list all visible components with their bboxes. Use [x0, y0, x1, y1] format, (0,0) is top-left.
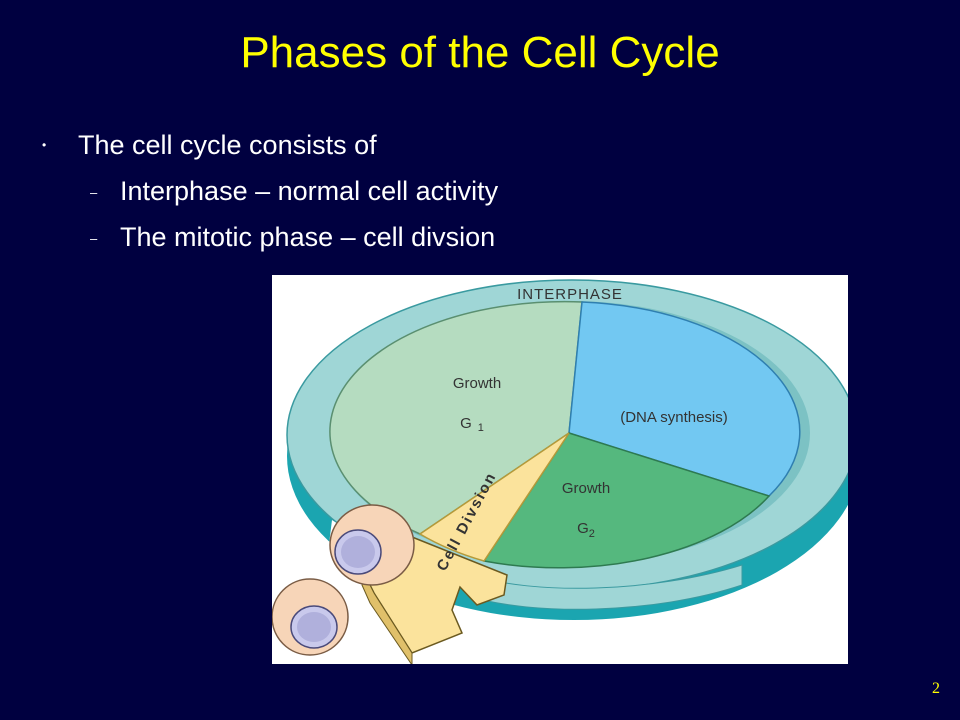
daughter-cell-top — [329, 504, 415, 586]
ring-front-lip — [471, 564, 743, 610]
bullet-main-text: The cell cycle consists of — [78, 130, 377, 160]
bullet-main: • The cell cycle consists of — [40, 128, 498, 162]
bullet-dash-icon: – — [90, 231, 98, 246]
g2-subscript: 2 — [589, 528, 595, 540]
daughter-cell-bottom — [272, 578, 349, 656]
interphase-label: INTERPHASE — [517, 286, 623, 303]
bullet-sub-interphase: – Interphase – normal cell activity — [40, 174, 498, 208]
page-number: 2 — [932, 680, 940, 697]
g1-sector — [329, 300, 583, 535]
g2-label: G2 — [577, 520, 595, 540]
s-sector — [568, 301, 801, 497]
bullet-list: • The cell cycle consists of – Interphas… — [40, 128, 498, 266]
division-arrow-side — [361, 571, 413, 664]
g2-sector — [482, 432, 771, 569]
bullet-sub-text: Interphase – normal cell activity — [120, 176, 499, 206]
g2-title: Growth — [562, 480, 610, 497]
bullet-dot-icon: • — [42, 138, 47, 152]
g1-letter: G — [460, 415, 472, 432]
slide-title: Phases of the Cell Cycle — [240, 28, 720, 77]
bullet-sub-mitotic: – The mitotic phase – cell divsion — [40, 220, 498, 254]
s-label: (DNA synthesis) — [620, 409, 728, 426]
g1-title: Growth — [453, 375, 501, 392]
division-sector — [418, 432, 570, 562]
bullet-dash-icon: – — [90, 185, 98, 200]
g2-letter: G — [577, 520, 589, 537]
g1-subscript: 1 — [478, 422, 484, 434]
bullet-sub-text: The mitotic phase – cell divsion — [120, 222, 496, 252]
